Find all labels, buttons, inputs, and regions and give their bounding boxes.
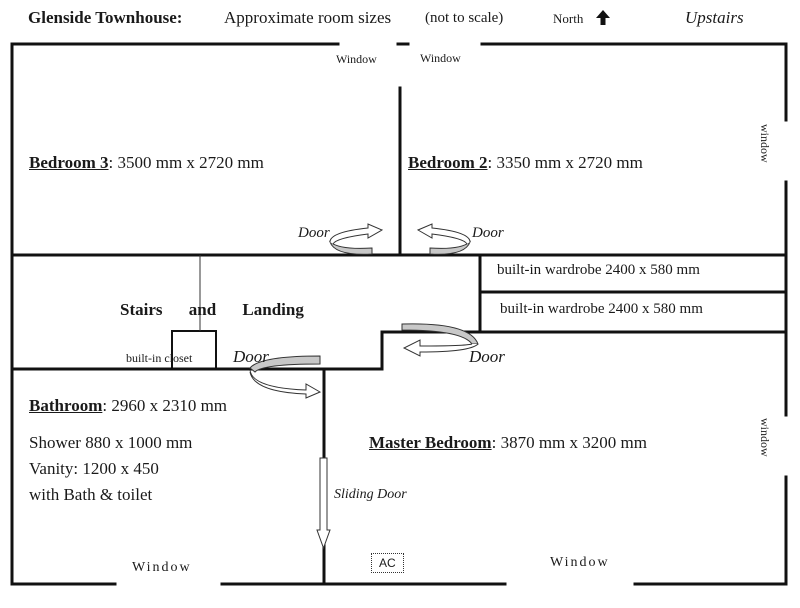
bathroom-detail-shower: Shower 880 x 1000 mm (29, 433, 193, 452)
door-bathroom[interactable] (249, 355, 322, 399)
closet-label: built-in closet (126, 351, 193, 365)
sliding-door-arrow[interactable] (316, 457, 331, 550)
window-bedroom3-label: Window (336, 52, 377, 66)
room-master-dims: : 3870 mm x 3200 mm (491, 433, 647, 452)
window-master-east-label: window (758, 418, 772, 457)
plan-title: Glenside Townhouse: (28, 8, 183, 27)
room-bedroom2-dims: : 3350 mm x 2720 mm (487, 153, 643, 172)
room-landing-name: Stairs and Landing (120, 300, 304, 319)
bathroom-detail-bath: with Bath & toilet (29, 485, 153, 504)
door-master[interactable] (401, 323, 479, 357)
room-bedroom2-name: Bedroom 2 (408, 153, 488, 172)
bathroom-detail-vanity: Vanity: 1200 x 450 (29, 459, 159, 478)
wardrobe-1-label: built-in wardrobe 2400 x 580 mm (497, 262, 700, 278)
room-bedroom3-name: Bedroom 3 (29, 153, 109, 172)
room-bedroom3-dims: : 3500 mm x 2720 mm (108, 153, 264, 172)
door-bedroom3-label: Door (298, 225, 330, 241)
room-bedroom3: Bedroom 3: 3500 mm x 2720 mm (29, 154, 264, 172)
ac-unit: AC (371, 553, 404, 573)
door-master-label: Door (469, 347, 505, 366)
plan-note: (not to scale) (425, 10, 504, 26)
window-bedroom2-label: Window (420, 51, 461, 65)
built-in-closet-box (171, 330, 217, 370)
arrow-up-icon (596, 10, 610, 25)
room-master: Master Bedroom: 3870 mm x 3200 mm (369, 434, 647, 452)
room-bathroom: Bathroom: 2960 x 2310 mm (29, 397, 227, 415)
window-master-south-label: Window (550, 555, 610, 570)
room-master-name: Master Bedroom (369, 433, 492, 452)
door-bedroom2-label: Door (472, 225, 504, 241)
window-bedroom2-east-label: window (758, 124, 772, 163)
room-bathroom-dims: : 2960 x 2310 mm (102, 396, 228, 415)
room-bedroom2: Bedroom 2: 3350 mm x 2720 mm (408, 154, 643, 172)
door-bedroom3[interactable] (328, 223, 384, 255)
wardrobe-2-label: built-in wardrobe 2400 x 580 mm (500, 301, 703, 317)
door-bathroom-label: Door (233, 347, 269, 366)
window-bathroom-label: Window (132, 560, 192, 575)
room-bathroom-name: Bathroom (29, 396, 103, 415)
level-label: Upstairs (685, 8, 744, 27)
door-bedroom2[interactable] (416, 223, 472, 255)
plan-subtitle: Approximate room sizes (224, 8, 392, 27)
sliding-door-label: Sliding Door (334, 487, 407, 502)
north-label: North (553, 11, 584, 26)
